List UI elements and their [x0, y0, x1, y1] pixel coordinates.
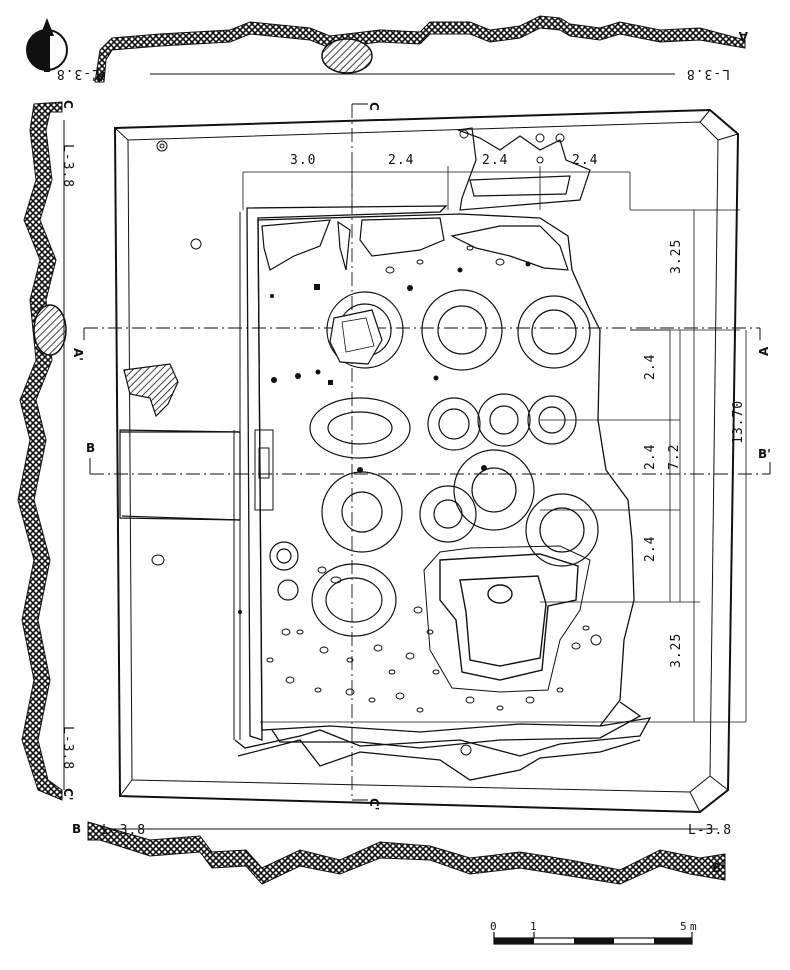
section-label-a-plan-right: A	[757, 346, 771, 356]
section-label-c-plan-top: C	[367, 102, 381, 111]
dimension-right-5: 3.25	[669, 633, 684, 668]
stone-cluster	[238, 261, 531, 614]
level-label-top-left: L-3.8	[56, 66, 100, 81]
dimension-right-2: 2.4	[643, 354, 658, 380]
level-label-top-right: L-3.8	[686, 66, 730, 81]
level-label-left-top: L-3.8	[60, 144, 75, 188]
section-line-c	[351, 103, 368, 801]
section-label-c-plan-bottom: C'	[367, 798, 381, 810]
section-label-b-prime-bottom: B'	[712, 861, 725, 875]
section-line-b	[89, 458, 771, 475]
section-profile-left	[17, 101, 67, 801]
dimension-right-mid: 7.2	[667, 444, 682, 470]
dimension-top-1: 3.0	[290, 153, 316, 168]
section-label-c-left-bottom: C'	[61, 788, 75, 800]
north-wall-features	[261, 127, 591, 271]
dimension-grid	[242, 166, 747, 723]
boulder-left	[33, 304, 67, 356]
dimension-labels-top: 3.0 2.4 2.4 2.4	[290, 153, 598, 168]
boulder-top	[321, 38, 373, 74]
section-profile-top	[94, 15, 746, 83]
scale-unit: m	[690, 920, 697, 933]
central-pit	[423, 545, 591, 693]
dimension-top-3: 2.4	[482, 153, 508, 168]
dimension-top-2: 2.4	[388, 153, 414, 168]
level-label-left-bottom: L-3.8	[60, 726, 75, 770]
section-label-b-bottom: B	[72, 822, 81, 836]
dimension-right-1: 3.25	[669, 239, 684, 274]
level-label-bottom-left: L-3.8	[102, 823, 146, 838]
scale-bar	[493, 932, 693, 945]
pit-outline	[113, 108, 740, 814]
scale-tick-0: 0	[490, 920, 497, 933]
section-label-b-plan-right: B'	[758, 447, 771, 461]
scale-tick-1: 1	[530, 920, 537, 933]
section-label-b-plan-left: B	[86, 441, 95, 455]
section-profile-bottom	[87, 821, 726, 885]
scale-tick-5: 5	[680, 920, 687, 933]
dimension-labels-right: 3.25 2.4 2.4 2.4 3.25 7.2 13.70	[643, 239, 746, 668]
section-label-a-prime-top: A'	[92, 69, 105, 83]
section-label-a-plan-left: A'	[71, 348, 85, 361]
section-label-a-top: A	[738, 29, 748, 43]
dimension-right-total: 13.70	[731, 400, 746, 444]
annex-room	[119, 429, 241, 521]
hearth-feature	[123, 363, 179, 418]
dwelling-floor	[234, 205, 652, 781]
pebble-scatter	[151, 129, 602, 756]
dimension-right-3: 2.4	[643, 444, 658, 470]
section-label-c-left-top: C	[61, 100, 75, 109]
post-holes	[269, 289, 599, 637]
dimension-top-4: 2.4	[572, 153, 598, 168]
north-arrow-icon	[26, 18, 68, 72]
level-label-bottom-right: L-3.8	[688, 823, 732, 838]
dimension-right-4: 2.4	[643, 536, 658, 562]
